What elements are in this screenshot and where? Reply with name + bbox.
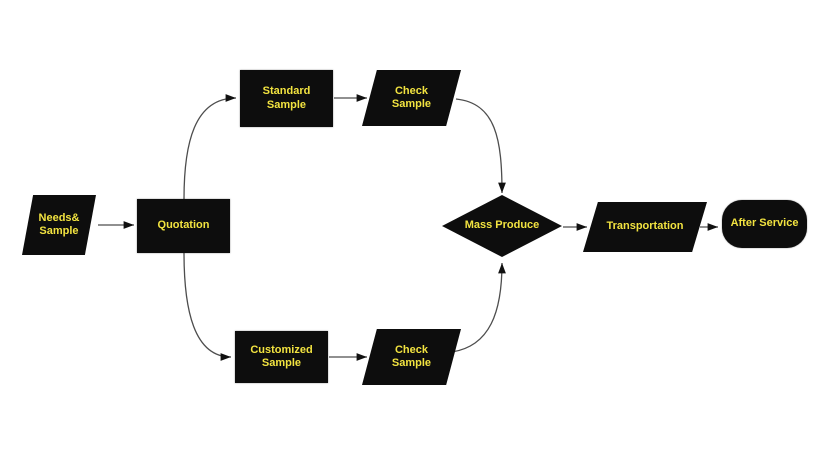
- node-mass-produce: Mass Produce: [442, 195, 562, 257]
- node-label: Sample: [391, 357, 432, 369]
- node-label: Sample: [261, 357, 302, 369]
- edge-quotation-to-standard: [183, 94, 237, 200]
- node-customized-sample: Customized Sample: [235, 331, 328, 383]
- node-after-service: After Service: [722, 200, 807, 248]
- node-label: Sample: [39, 225, 79, 237]
- edge-checktop-to-diamond: [455, 98, 506, 194]
- node-label: Sample: [266, 98, 307, 111]
- node-label: Check: [394, 84, 429, 97]
- node-check-sample-bottom: Check Sample: [362, 329, 461, 385]
- node-label: Check: [394, 343, 429, 356]
- node-label: Needs&: [38, 211, 80, 224]
- node-label: Customized: [250, 343, 313, 356]
- node-standard-sample: Standard Sample: [240, 70, 333, 127]
- node-needs-sample: Needs& Sample: [22, 195, 96, 255]
- node-quotation: Quotation: [137, 199, 230, 253]
- node-label: Transportation: [606, 220, 684, 233]
- edge-checkbottom-to-diamond: [451, 262, 506, 353]
- node-label: After Service: [730, 217, 799, 230]
- node-label: Quotation: [157, 219, 210, 232]
- node-label: Sample: [391, 98, 432, 110]
- node-label: Mass Produce: [464, 219, 540, 232]
- edge-quotation-to-customized: [183, 252, 232, 361]
- node-check-sample-top: Check Sample: [362, 70, 461, 126]
- node-label: Standard: [262, 85, 311, 97]
- node-transportation: Transportation: [583, 202, 707, 252]
